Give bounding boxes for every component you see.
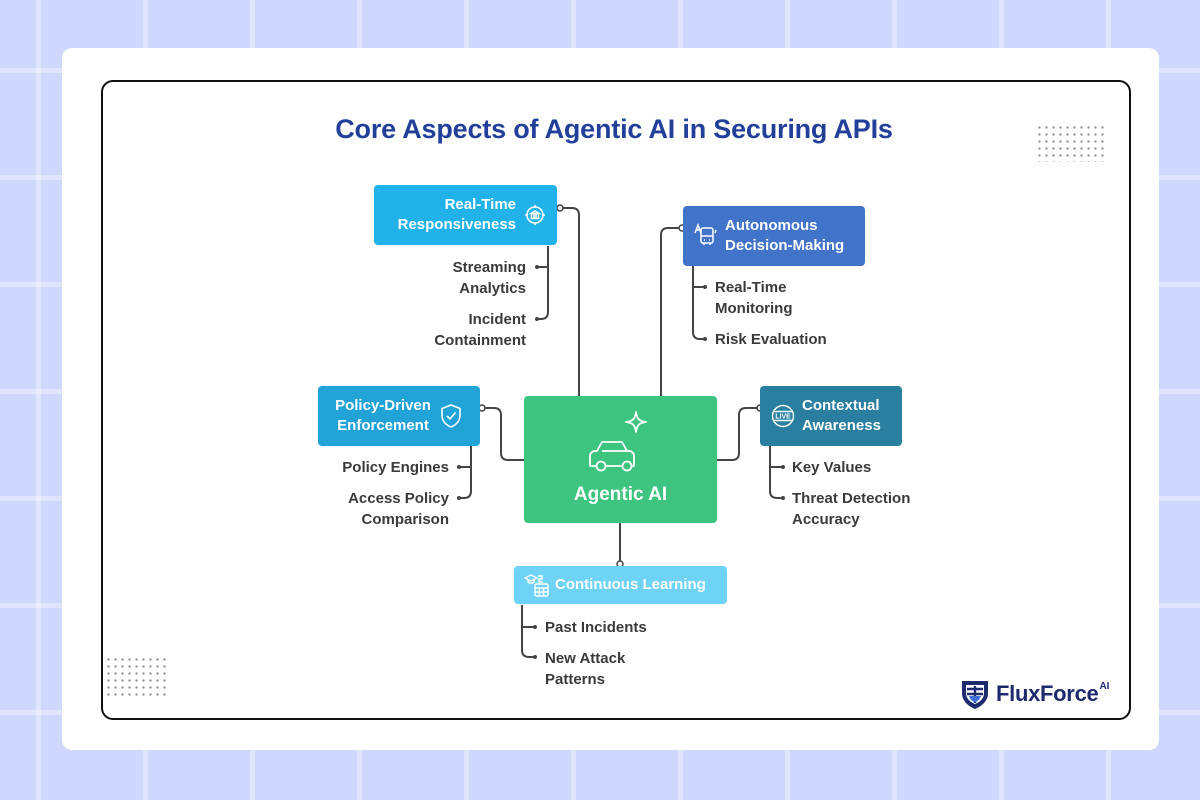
aspect-label-line: Policy-Driven — [335, 397, 431, 414]
aspect-label-line: Awareness — [802, 417, 881, 434]
aspect-autonomous-decision-making: Autonomous Decision-Making — [683, 206, 865, 266]
center-node-agentic-ai: Agentic AI — [524, 396, 717, 523]
aspect-policy-driven-enforcement: Policy-Driven Enforcement — [318, 386, 480, 446]
aspect-real-time-responsiveness: Real-Time Responsiveness — [374, 185, 557, 245]
connector-policy — [482, 407, 524, 461]
leaf-item: New Attack Patterns — [545, 650, 626, 688]
aspect-label-line: Responsiveness — [397, 216, 516, 233]
bracket-continuous — [521, 605, 534, 658]
aspect-label-line: Contextual — [802, 397, 880, 414]
bracket-contextual — [769, 446, 782, 499]
fluxforce-logo: FluxForce AI — [960, 678, 1109, 710]
leaf-item: Risk Evaluation — [715, 331, 827, 348]
decorative-dot-grid-bottom-left — [105, 656, 167, 696]
connector-contextual — [717, 407, 760, 461]
svg-text:LIVE: LIVE — [775, 414, 791, 421]
diagram-title: Core Aspects of Agentic AI in Securing A… — [335, 114, 893, 144]
logo-superscript: AI — [1099, 680, 1110, 692]
leaf-item: Past Incidents — [545, 619, 647, 636]
decorative-dot-grid-top-right — [1036, 124, 1106, 162]
bank-target-icon — [523, 203, 547, 227]
leaf-item: Incident Containment — [434, 311, 526, 349]
leaf-item: Policy Engines — [342, 459, 449, 476]
graduation-cap-calculator-icon — [524, 572, 550, 598]
logo-name: FluxForce — [996, 681, 1099, 706]
connector-autonomous — [660, 227, 682, 396]
bracket-policy — [460, 446, 472, 499]
aspect-continuous-learning: Continuous Learning — [514, 566, 727, 604]
leaf-item: Threat Detection Accuracy — [792, 490, 911, 528]
aspect-label-line: Autonomous — [725, 217, 818, 234]
translate-bus-icon — [693, 223, 719, 249]
leaf-item: Key Values — [792, 459, 872, 476]
leaf-item: Real-Time Monitoring — [715, 279, 793, 317]
shield-check-icon — [439, 403, 463, 429]
shield-logo-icon — [960, 678, 990, 710]
connector-responsiveness — [560, 207, 580, 396]
center-node-label: Agentic AI — [573, 484, 668, 505]
leaf-item: Access Policy Comparison — [348, 490, 449, 528]
car-sparkle-icon — [586, 410, 650, 472]
aspect-label-line: Real-Time — [444, 196, 516, 213]
aspect-contextual-awareness: LIVE Contextual Awareness — [760, 386, 902, 446]
bracket-responsiveness — [538, 246, 549, 320]
aspect-label-line: Enforcement — [337, 417, 429, 434]
aspect-label-line: Decision-Making — [725, 237, 845, 254]
bracket-autonomous — [692, 266, 704, 340]
live-globe-icon: LIVE — [770, 403, 796, 429]
aspect-label-line: Continuous Learning — [555, 576, 706, 593]
leaf-item: Streaming Analytics — [452, 259, 526, 297]
